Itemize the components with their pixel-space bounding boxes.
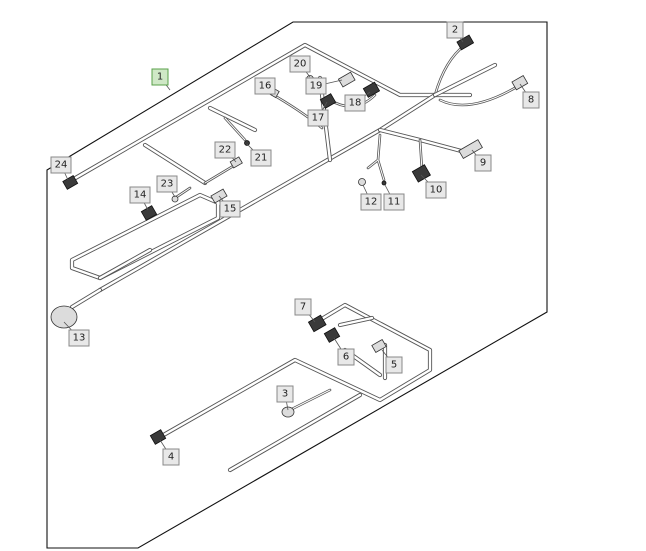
callout-box-11 — [383, 193, 405, 211]
callout-number-21: 21 — [255, 153, 268, 164]
connector-14 — [140, 205, 158, 221]
callout-number-11: 11 — [388, 197, 401, 208]
callout-number-1: 1 — [157, 72, 163, 83]
callout-18: 18 — [344, 91, 371, 112]
callout-number-22: 22 — [219, 145, 232, 156]
callout-box-4 — [162, 448, 180, 466]
callout-box-8 — [522, 91, 540, 109]
callout-number-20: 20 — [294, 59, 307, 70]
callout-box-18 — [344, 94, 366, 112]
callout-10: 10 — [420, 174, 447, 199]
callout-3: 3 — [276, 385, 294, 411]
callout-number-8: 8 — [528, 95, 534, 106]
upper-harness — [69, 42, 522, 310]
callout-9: 9 — [471, 149, 492, 172]
callout-number-17: 17 — [312, 113, 325, 124]
callout-box-12 — [360, 193, 382, 211]
connector-24 — [62, 174, 79, 190]
callout-7: 7 — [294, 298, 316, 323]
callout-number-23: 23 — [161, 179, 174, 190]
connector-19 — [337, 71, 356, 88]
connector-2 — [456, 34, 475, 51]
callout-24: 24 — [50, 156, 72, 181]
terminal-12 — [358, 178, 366, 186]
connector-9 — [458, 139, 483, 160]
terminal-23 — [171, 195, 179, 203]
callout-4: 4 — [159, 439, 180, 466]
callout-number-14: 14 — [134, 190, 147, 201]
callout-box-23 — [156, 175, 178, 193]
callout-5: 5 — [381, 349, 403, 374]
callout-22: 22 — [214, 141, 237, 163]
callout-box-19 — [305, 77, 327, 95]
callout-number-24: 24 — [55, 160, 68, 171]
connector-17 — [319, 93, 337, 109]
callout-box-7 — [294, 298, 312, 316]
callout-6: 6 — [333, 337, 355, 366]
callout-17: 17 — [307, 101, 329, 127]
callout-number-16: 16 — [259, 81, 272, 92]
callout-number-13: 13 — [73, 333, 86, 344]
callout-number-6: 6 — [343, 352, 349, 363]
callout-15: 15 — [218, 195, 241, 218]
connector-5 — [371, 338, 387, 354]
callout-box-1 — [151, 68, 169, 86]
callout-number-19: 19 — [310, 81, 323, 92]
callout-number-10: 10 — [430, 185, 443, 196]
callout-box-20 — [289, 55, 311, 73]
callout-number-9: 9 — [480, 158, 486, 169]
upper-connectors — [50, 34, 529, 329]
callout-number-7: 7 — [300, 302, 306, 313]
callout-box-16 — [254, 77, 276, 95]
callout-19: 19 — [305, 77, 343, 95]
terminal-21 — [244, 140, 250, 146]
callout-box-21 — [250, 149, 272, 167]
callout-number-18: 18 — [349, 98, 362, 109]
callout-number-12: 12 — [365, 197, 378, 208]
callout-16: 16 — [254, 77, 276, 96]
callout-box-10 — [425, 181, 447, 199]
connector-3 — [281, 406, 295, 418]
connector-13 — [50, 305, 78, 329]
callout-12: 12 — [360, 184, 382, 211]
callout-23: 23 — [156, 175, 178, 198]
callout-number-15: 15 — [224, 204, 237, 215]
callout-box-17 — [307, 109, 329, 127]
callout-20: 20 — [289, 55, 311, 78]
callout-box-5 — [385, 356, 403, 374]
callout-13: 13 — [63, 321, 90, 347]
callout-11: 11 — [383, 184, 405, 211]
callout-1: 1 — [151, 68, 171, 91]
callout-box-22 — [214, 141, 236, 159]
connector-22 — [229, 156, 243, 169]
callout-box-3 — [276, 385, 294, 403]
callout-number-2: 2 — [452, 25, 458, 36]
callout-number-5: 5 — [391, 360, 397, 371]
connector-10 — [411, 164, 431, 183]
callout-box-13 — [68, 329, 90, 347]
callout-box-15 — [219, 200, 241, 218]
callout-box-2 — [446, 21, 464, 39]
connector-7 — [307, 314, 327, 333]
callout-box-14 — [129, 186, 151, 204]
connector-4 — [149, 429, 167, 445]
assembly-frame — [46, 21, 548, 549]
callout-box-6 — [337, 348, 355, 366]
callout-box-9 — [474, 154, 492, 172]
callout-number-3: 3 — [282, 389, 288, 400]
lower-harness — [157, 302, 433, 473]
callout-8: 8 — [519, 83, 540, 109]
callout-box-24 — [50, 156, 72, 174]
callout-number-4: 4 — [168, 452, 174, 463]
connector-6 — [323, 327, 341, 343]
callout-2: 2 — [446, 21, 464, 43]
callout-14: 14 — [129, 186, 151, 211]
terminal-11 — [381, 180, 387, 186]
callout-21: 21 — [246, 143, 272, 167]
